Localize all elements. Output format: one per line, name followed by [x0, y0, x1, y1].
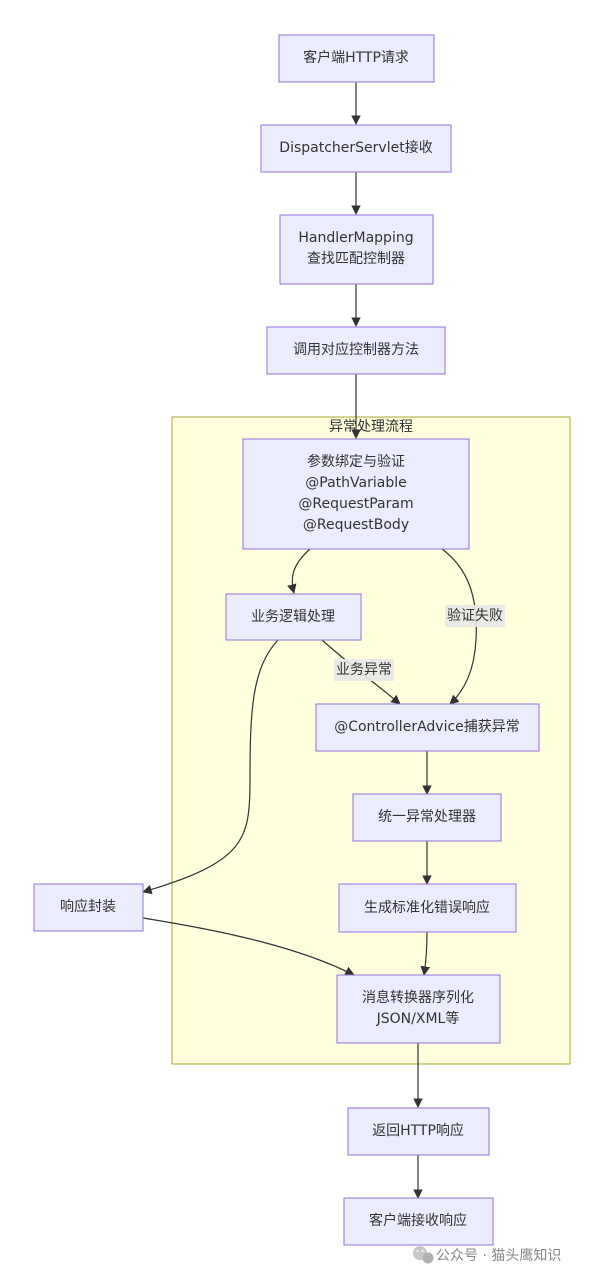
node-handler-mapping-line-1: HandlerMapping — [298, 230, 413, 246]
node-controller-advice: @ControllerAdvice捕获异常 — [315, 703, 540, 752]
watermark-text: 公众号 · 猫头鹰知识 — [436, 1247, 561, 1264]
node-param-binding-line-4: @RequestBody — [303, 517, 409, 533]
edge-business-to-response-wrap — [142, 639, 279, 895]
edge-wrap-to-converter — [142, 917, 355, 976]
edge-error-to-converter — [420, 931, 431, 976]
svg-text:验证失败: 验证失败 — [447, 608, 503, 624]
edge-binding-to-advice — [441, 548, 477, 705]
node-controller-advice-line-1: @ControllerAdvice捕获异常 — [334, 719, 520, 735]
node-response-wrap-line-1: 响应封装 — [60, 898, 116, 915]
node-message-converter-line-2: JSON/XML等 — [376, 1010, 460, 1027]
node-client-receive: 客户端接收响应 — [343, 1197, 494, 1246]
node-param-binding-line-3: @RequestParam — [298, 496, 413, 512]
node-unified-handler: 统一异常处理器 — [352, 793, 502, 842]
node-handler-mapping-line-2: 查找匹配控制器 — [307, 251, 405, 267]
node-client-request: 客户端HTTP请求 — [278, 34, 435, 83]
node-return-http-line-1: 返回HTTP响应 — [372, 1122, 464, 1139]
node-invoke-controller: 调用对应控制器方法 — [266, 326, 446, 375]
cluster-title: 异常处理流程 — [329, 419, 413, 435]
node-error-response-line-1: 生成标准化错误响应 — [364, 899, 490, 916]
watermark: 公众号 · 猫头鹰知识 — [413, 1246, 561, 1264]
node-client-receive-line-1: 客户端接收响应 — [369, 1212, 467, 1229]
node-invoke-controller-line-1: 调用对应控制器方法 — [293, 341, 419, 358]
svg-text:业务异常: 业务异常 — [336, 662, 392, 678]
edge-label-validation-failed: 验证失败 — [445, 605, 505, 627]
node-message-converter-line-1: 消息转换器序列化 — [362, 989, 474, 1006]
node-business-logic-line-1: 业务逻辑处理 — [251, 609, 335, 625]
node-handler-mapping: HandlerMapping 查找匹配控制器 — [279, 214, 434, 285]
node-dispatcher-servlet-line-1: DispatcherServlet接收 — [279, 139, 432, 156]
node-return-http: 返回HTTP响应 — [347, 1107, 490, 1156]
node-dispatcher-servlet: DispatcherServlet接收 — [260, 124, 452, 173]
node-param-binding-line-1: 参数绑定与验证 — [307, 453, 405, 470]
node-client-request-line-1: 客户端HTTP请求 — [303, 49, 409, 66]
node-param-binding: 参数绑定与验证 @PathVariable @RequestParam @Req… — [242, 438, 470, 550]
node-business-logic: 业务逻辑处理 — [225, 593, 362, 641]
node-error-response: 生成标准化错误响应 — [338, 883, 517, 933]
node-response-wrap: 响应封装 — [33, 883, 144, 932]
node-param-binding-line-2: @PathVariable — [305, 475, 406, 491]
edge-binding-to-business — [287, 548, 311, 594]
node-unified-handler-line-1: 统一异常处理器 — [378, 809, 476, 825]
wechat-icon — [413, 1246, 434, 1264]
edge-label-business-exception: 业务异常 — [334, 659, 394, 681]
node-message-converter: 消息转换器序列化 JSON/XML等 — [336, 974, 501, 1044]
